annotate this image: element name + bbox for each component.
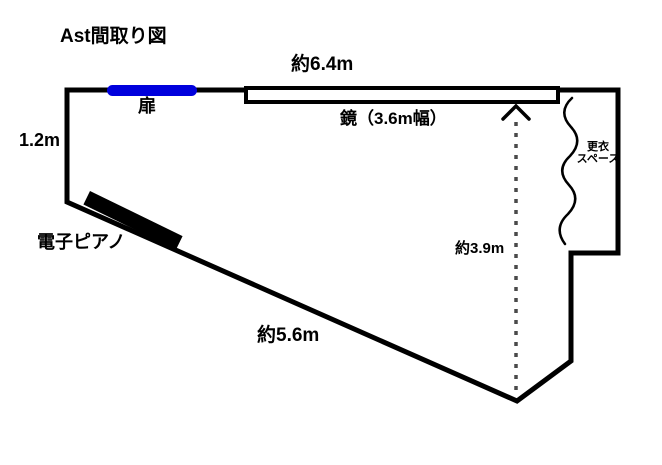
dimension-vertical-depth: 約3.9m — [455, 240, 505, 257]
room-wall-outline — [64, 87, 621, 404]
changing-space-label: 更衣 スペース — [572, 141, 624, 165]
arrow-up-icon — [501, 103, 531, 121]
dimension-top-width: 約6.4m — [291, 54, 354, 75]
mirror-label: 鏡（3.6m幅） — [340, 109, 447, 128]
door-marker — [107, 85, 197, 96]
mirror-marker — [244, 86, 560, 104]
piano-label: 電子ピアノ — [37, 232, 126, 252]
page-title: Ast間取り図 — [60, 26, 167, 47]
changing-space-label-line2: スペース — [576, 153, 620, 165]
dimension-diagonal-length: 約5.6m — [257, 325, 320, 346]
dimension-left-height: 1.2m — [19, 130, 61, 150]
changing-space-label-line1: 更衣 — [587, 141, 609, 153]
door-label: 扉 — [138, 96, 156, 116]
curtain-wavy-line — [558, 96, 579, 246]
piano-marker — [83, 191, 183, 250]
